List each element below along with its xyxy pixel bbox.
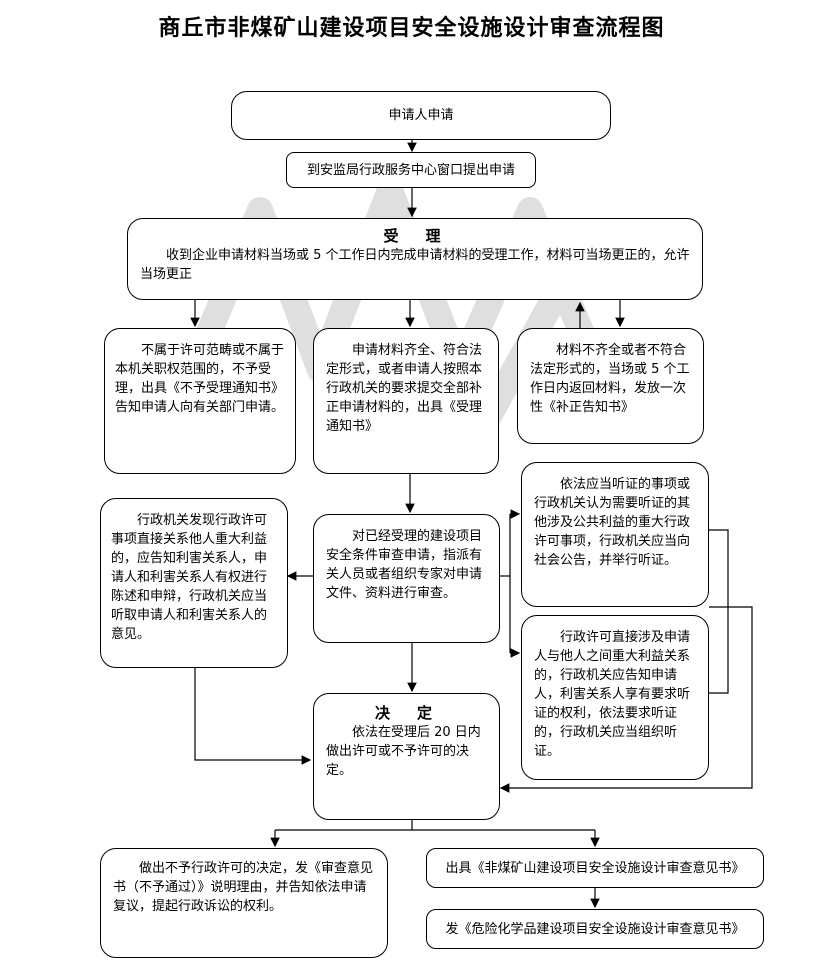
- apply-text: 申请人申请: [388, 108, 454, 123]
- complete-node: 申请材料齐全、符合法定形式，或者申请人按照本行政机关的要求提交全部补正申请材料的…: [313, 328, 499, 474]
- hazchem-node: 发《危险化学品建设项目安全设施设计审查意见书》: [426, 909, 764, 949]
- hearing-party-text: 行政许可直接涉及申请人与他人之间重大利益关系的，行政机关应告知申请人，利害关系人…: [534, 630, 691, 759]
- not-accept-text: 不属于许可范畴或不属于本机关职权范围的，不予受理，出具《不予受理通知书》告知申请…: [115, 343, 285, 415]
- hearing-party-node: 行政许可直接涉及申请人与他人之间重大利益关系的，行政机关应告知申请人，利害关系人…: [521, 615, 709, 780]
- interest-node: 行政机关发现行政许可事项直接关系他人重大利益的，应告知利害关系人，申请人和利害关…: [100, 498, 288, 668]
- deny-text: 做出不予行政许可的决定，发《审查意见书（不予通过）》说明理由，并告知依法申请复议…: [113, 861, 374, 914]
- deny-node: 做出不予行政许可的决定，发《审查意见书（不予通过）》说明理由，并告知依法申请复议…: [100, 848, 388, 958]
- accept-body: 收到企业申请材料当场或 5 个工作日内完成申请材料的受理工作，材料可当场更正的，…: [140, 248, 690, 282]
- incomplete-text: 材料不齐全或者不符合法定形式的，当场或 5 个工作日内返回材料，发放一次性《补正…: [530, 343, 690, 415]
- review-node: 对已经受理的建设项目安全条件审查申请，指派有关人员或者组织专家对申请文件、资料进…: [313, 514, 500, 643]
- interest-text: 行政机关发现行政许可事项直接关系他人重大利益的，应告知利害关系人，申请人和利害关…: [111, 513, 268, 642]
- hearing-public-text: 依法应当听证的事项或行政机关认为需要听证的其他涉及公共利益的重大行政许可事项，行…: [534, 477, 691, 568]
- approve-node: 出具《非煤矿山建设项目安全设施设计审查意见书》: [426, 848, 764, 888]
- page-title: 商丘市非煤矿山建设项目安全设施设计审查流程图: [158, 16, 665, 41]
- decision-heading: 决 定: [374, 704, 438, 722]
- approve-text: 出具《非煤矿山建设项目安全设施设计审查意见书》: [445, 860, 745, 876]
- complete-text: 申请材料齐全、符合法定形式，或者申请人按照本行政机关的要求提交全部补正申请材料的…: [326, 343, 483, 434]
- not-accept-node: 不属于许可范畴或不属于本机关职权范围的，不予受理，出具《不予受理通知书》告知申请…: [104, 328, 296, 474]
- incomplete-node: 材料不齐全或者不符合法定形式的，当场或 5 个工作日内返回材料，发放一次性《补正…: [517, 328, 704, 444]
- decision-body: 依法在受理后 20 日内做出许可或不予许可的决定。: [326, 725, 481, 778]
- submit-text: 到安监局行政服务中心窗口提出申请: [306, 162, 515, 178]
- hearing-public-node: 依法应当听证的事项或行政机关认为需要听证的其他涉及公共利益的重大行政许可事项，行…: [521, 462, 709, 607]
- hazchem-text: 发《危险化学品建设项目安全设施设计审查意见书》: [445, 921, 745, 937]
- apply-node: 申请人申请: [231, 91, 611, 140]
- accept-node: 受 理 收到企业申请材料当场或 5 个工作日内完成申请材料的受理工作，材料可当场…: [127, 218, 703, 300]
- submit-node: 到安监局行政服务中心窗口提出申请: [286, 152, 536, 188]
- review-text: 对已经受理的建设项目安全条件审查申请，指派有关人员或者组织专家对申请文件、资料进…: [326, 529, 483, 601]
- decision-node: 决 定 依法在受理后 20 日内做出许可或不予许可的决定。: [313, 693, 500, 820]
- accept-heading: 受 理: [383, 227, 447, 245]
